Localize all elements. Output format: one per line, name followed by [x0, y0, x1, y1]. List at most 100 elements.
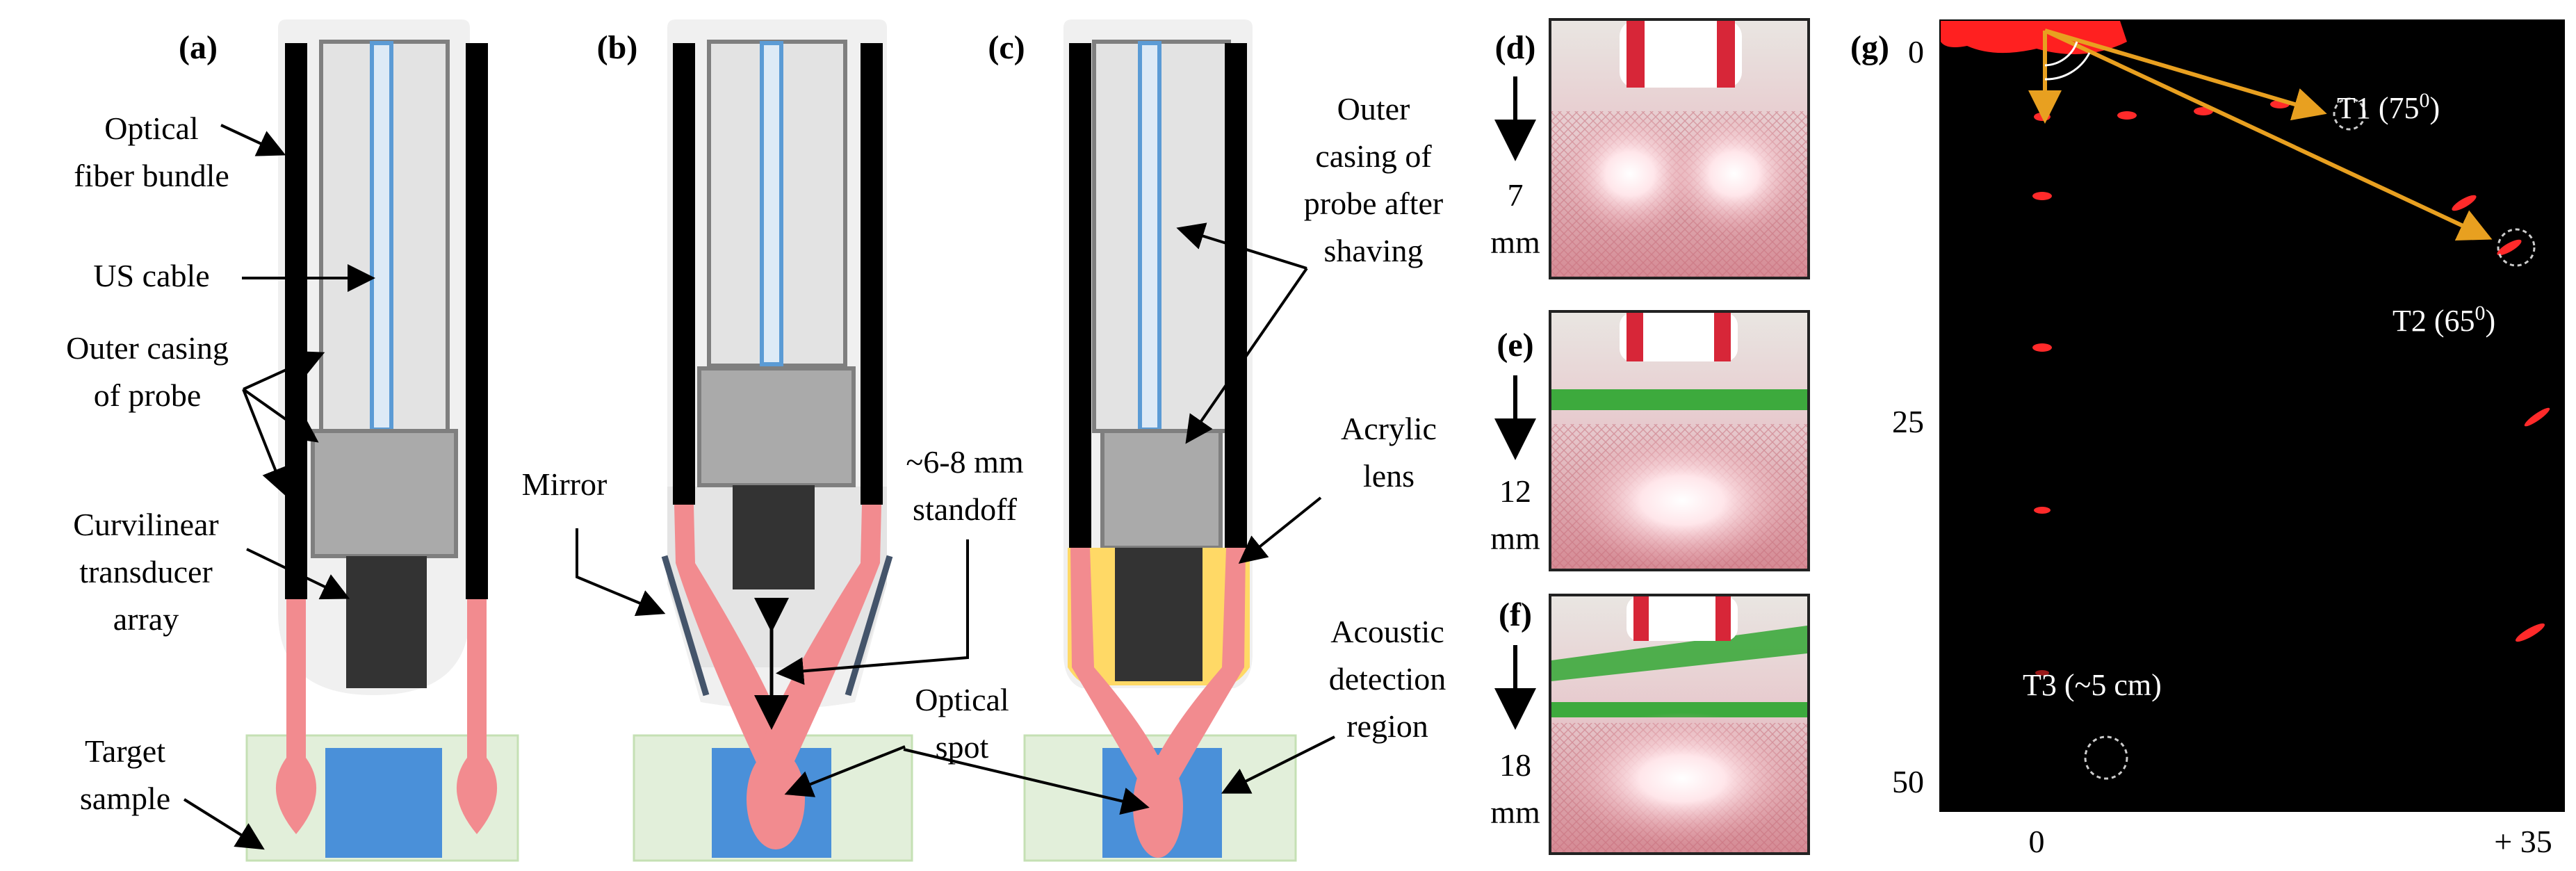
target-circle-t2	[2497, 228, 2536, 267]
arrow-lens	[1238, 496, 1322, 564]
arrow-spot-c	[903, 748, 1150, 815]
y-tick-50: 50	[1892, 764, 1924, 799]
panel-e: (e) 12 mm	[1490, 310, 1810, 571]
arrow-spot-b	[784, 745, 906, 797]
arrow-transducer	[246, 548, 350, 600]
arrow-standoff	[776, 539, 969, 685]
light-beam-c-left	[1070, 548, 1168, 779]
transducer-array	[346, 556, 427, 688]
arrow-casing-1	[243, 351, 325, 391]
mirror-right	[845, 555, 893, 697]
light-beam-c-right	[1148, 548, 1246, 779]
label-shaved-2: casing of	[1315, 138, 1432, 174]
us-cable-b	[760, 41, 783, 366]
label-target-2: sample	[80, 781, 170, 816]
y-tick-25: 25	[1892, 404, 1924, 439]
probe-tip-d	[1620, 21, 1742, 88]
label-t2: T2 (650)	[2392, 302, 2495, 338]
fiber-bundle-c-left	[1069, 43, 1091, 548]
panel-f: (f) 18 mm	[1490, 594, 1810, 855]
label-fiber-1: Optical	[104, 111, 198, 146]
optical-spot-b	[747, 749, 805, 849]
label-casing-1: Outer casing	[66, 330, 229, 366]
fiber-bundle-c-right	[1225, 43, 1247, 548]
label-transducer-3: array	[113, 601, 179, 637]
label-t3: T3 (~5 cm)	[2023, 668, 2162, 702]
arrow-shaved-2	[1185, 267, 1308, 444]
oblique-reflectors	[2117, 100, 2550, 642]
label-detection-1: Acoustic	[1330, 614, 1444, 649]
dist-e-value: 12	[1499, 473, 1531, 509]
dist-f-unit: mm	[1490, 795, 1540, 830]
panel-d: (d) 7 mm	[1490, 18, 1810, 279]
fiber-bundle-b-right	[861, 43, 883, 505]
dist-d-value: 7	[1508, 177, 1524, 213]
light-spot-e	[1564, 431, 1800, 570]
dist-d-unit: mm	[1490, 225, 1540, 260]
us-cable	[370, 41, 393, 432]
label-detection-3: region	[1346, 708, 1428, 744]
mirror-left	[661, 555, 710, 697]
optical-spot-c	[1133, 755, 1183, 858]
transducer-array-c	[1115, 548, 1203, 681]
x-tick-0: 0	[2029, 824, 2045, 859]
panel-g-letter: (g)	[1850, 29, 1889, 66]
panel-g: (g) T1 (750)	[1850, 19, 2565, 859]
label-casing-2: of probe	[94, 377, 202, 413]
arrow-casing-2	[242, 388, 319, 443]
orange-arrow-t2	[2044, 29, 2493, 241]
label-lens-2: lens	[1363, 458, 1415, 494]
label-cable: US cable	[93, 258, 209, 293]
y-tick-0: 0	[1908, 34, 1924, 70]
label-mirror: Mirror	[522, 466, 608, 502]
label-spot-1: Optical	[915, 682, 1009, 717]
fiber-bundle-b-left	[673, 43, 695, 505]
panel-c-letter: (c)	[988, 29, 1025, 66]
label-standoff-1: ~6-8 mm	[906, 444, 1023, 480]
arrow-mirror	[576, 528, 666, 617]
label-lens-1: Acrylic	[1341, 411, 1437, 446]
label-transducer-1: Curvilinear	[73, 507, 219, 542]
label-t1: T1 (750)	[2337, 89, 2440, 125]
panel-a: (a) Optical fiber bundle US cable Outer …	[66, 19, 519, 862]
panel-a-letter: (a)	[179, 29, 218, 66]
panel-b-letter: (b)	[597, 29, 638, 66]
fiber-bundle-right	[466, 43, 488, 599]
x-tick-35: + 35	[2494, 824, 2552, 859]
ruler-f	[1551, 626, 1807, 681]
target-sample	[325, 748, 442, 858]
label-standoff-2: standoff	[913, 491, 1018, 527]
us-cable-c	[1138, 41, 1161, 432]
photo-f	[1549, 594, 1810, 855]
panel-b: (b) Mirror ~6-8 mm standoff Optical spot	[522, 19, 1024, 862]
target-circle-t3	[2084, 735, 2128, 780]
target-circle-t1	[2333, 97, 2366, 131]
label-target-1: Target	[85, 733, 165, 769]
light-spot-d-right	[1665, 111, 1804, 236]
arrow-detection	[1221, 735, 1335, 794]
angle-arc-2	[2044, 52, 2091, 81]
light-beam-left	[275, 599, 317, 834]
arrow-target	[183, 798, 265, 850]
light-spot-f	[1560, 713, 1804, 845]
panel-f-letter: (f)	[1499, 596, 1532, 633]
label-shaved-3: probe after	[1304, 186, 1444, 221]
label-detection-2: detection	[1329, 661, 1446, 697]
backing-block-c	[1100, 429, 1223, 550]
panel-e-letter: (e)	[1497, 327, 1533, 364]
panel-c: (c) Outer casing of probe after shaving …	[903, 19, 1446, 862]
orange-arrow-t1	[2044, 29, 2327, 121]
fiber-bundle-left	[285, 43, 307, 599]
ruler-e	[1551, 389, 1807, 410]
angle-arc-1	[2044, 41, 2078, 67]
label-fiber-2: fiber bundle	[74, 158, 229, 193]
label-shaved-4: shaving	[1323, 233, 1423, 268]
transducer-array-b	[733, 485, 815, 589]
arrow-fiber	[220, 124, 286, 156]
dist-f-value: 18	[1499, 747, 1531, 783]
panel-d-letter: (d)	[1495, 29, 1536, 66]
photo-d	[1549, 18, 1810, 279]
backing-block-b	[697, 366, 856, 487]
backing-block	[311, 429, 458, 558]
